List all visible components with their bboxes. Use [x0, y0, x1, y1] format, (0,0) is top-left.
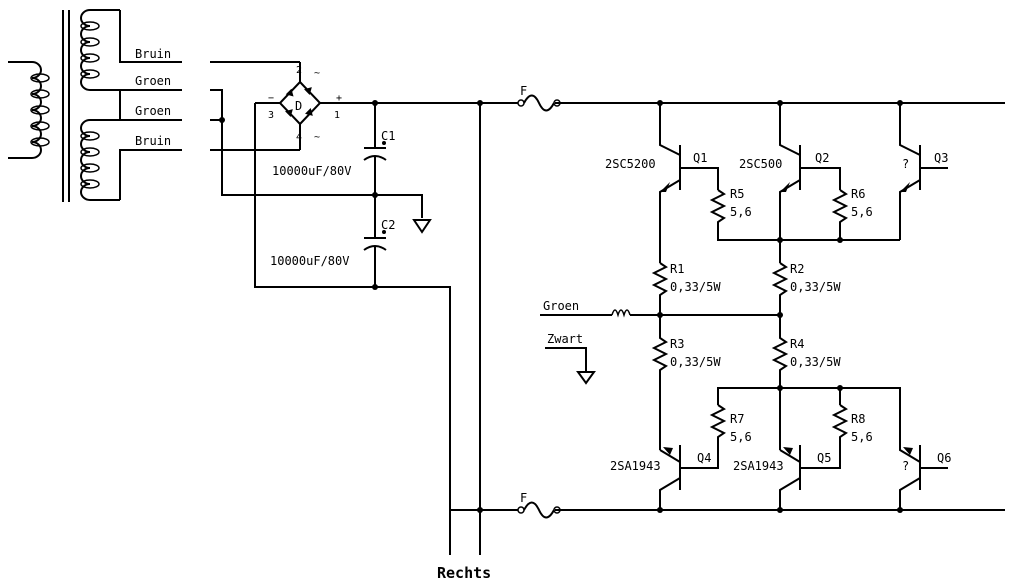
- r8-value: 5,6: [851, 430, 873, 444]
- transistor-q6: ? Q6: [899, 440, 951, 510]
- rechts-label: Rechts: [437, 564, 491, 582]
- resistor-r2: R2 0,33/5W: [771, 262, 841, 315]
- fuse-bottom: F: [517, 491, 561, 519]
- pin-minus: −: [268, 93, 274, 104]
- r5-ref: R5: [730, 187, 744, 201]
- q4-part: 2SA1943: [610, 459, 661, 473]
- lead-bruin-2: [119, 149, 182, 200]
- q1-part: 2SC5200: [605, 157, 656, 171]
- r6-value: 5,6: [851, 205, 873, 219]
- q6-part: ?: [902, 459, 909, 473]
- q3-part: ?: [902, 157, 909, 171]
- c2-ref: C2: [381, 218, 395, 232]
- r6-ref: R6: [851, 187, 865, 201]
- transformer: Bruin Groen Groen Bruin: [8, 9, 182, 202]
- pin-2: 2: [296, 65, 302, 76]
- transistor-q3: ? Q3: [899, 103, 948, 240]
- fuse-top: F: [517, 84, 561, 112]
- r2-value: 0,33/5W: [790, 280, 841, 294]
- c2-value: 10000uF/80V: [270, 254, 349, 268]
- q5-ref: Q5: [817, 451, 831, 465]
- wire-label-bruin-2: Bruin: [135, 134, 171, 148]
- pin-1: 1: [334, 110, 340, 121]
- q4-ref: Q4: [697, 451, 711, 465]
- fuse-top-ref: F: [520, 84, 527, 98]
- resistor-r8: R8 5,6: [831, 404, 873, 445]
- secondary-loops-lower: [80, 131, 100, 189]
- r4-ref: R4: [790, 337, 804, 351]
- bridge-label: D: [295, 99, 302, 113]
- wire-label-bruin-1: Bruin: [135, 47, 171, 61]
- pin-ac-top: ~: [314, 68, 320, 79]
- q2-ref: Q2: [815, 151, 829, 165]
- r3-ref: R3: [670, 337, 684, 351]
- secondary-loops-upper: [80, 21, 100, 79]
- c1-ref: C1: [381, 129, 395, 143]
- q5-part: 2SA1943: [733, 459, 784, 473]
- resistor-r1: R1 0,33/5W: [651, 262, 721, 315]
- r1-value: 0,33/5W: [670, 280, 721, 294]
- diode-icon: [285, 87, 313, 117]
- transistor-q2: 2SC500 Q2: [739, 103, 841, 263]
- ground-icon: [576, 371, 596, 385]
- primary-winding: [8, 61, 42, 159]
- q2-part: 2SC500: [739, 157, 782, 171]
- base-bus-top: [717, 225, 900, 241]
- output-zwart-label: Zwart: [547, 332, 583, 346]
- c1-value: 10000uF/80V: [272, 164, 351, 178]
- r1-ref: R1: [670, 262, 684, 276]
- fuse-bottom-ref: F: [520, 491, 527, 505]
- pin-plus: +: [336, 93, 342, 104]
- secondary-winding-lower: [80, 119, 120, 201]
- bridge-rectifier: D 2 ~ − 3 + 1 4 ~: [254, 62, 375, 288]
- resistor-r4: R4 0,33/5W: [771, 315, 841, 450]
- q1-ref: Q1: [693, 151, 707, 165]
- pin-ac-bottom: ~: [314, 132, 320, 143]
- wire-centre-to-ground: [210, 89, 423, 218]
- wire-minus-rail: [254, 103, 375, 288]
- resistor-r3: R3 0,33/5W: [651, 315, 721, 450]
- resistor-r6: R6 5,6: [831, 187, 873, 225]
- r7-value: 5,6: [730, 430, 752, 444]
- base-bus-bottom: [717, 387, 901, 440]
- r5-value: 5,6: [730, 205, 752, 219]
- wire-to-rechts-left: [375, 286, 451, 555]
- ground-icon: [412, 219, 432, 234]
- r4-value: 0,33/5W: [790, 355, 841, 369]
- q6-ref: Q6: [937, 451, 951, 465]
- primary-loops: [30, 73, 50, 147]
- transistor-q4: 2SA1943 Q4: [610, 445, 719, 510]
- pin-4: 4: [296, 132, 302, 143]
- r8-ref: R8: [851, 412, 865, 426]
- pin-3: 3: [268, 110, 274, 121]
- r7-ref: R7: [730, 412, 744, 426]
- lead-bruin-1: [119, 10, 182, 63]
- transistor-q5: 2SA1943 Q5: [733, 445, 841, 510]
- output-groen-label: Groen: [543, 299, 579, 313]
- capacitor-c1: C1 10000uF/80V: [272, 103, 395, 195]
- output-coil-icon: [611, 309, 631, 318]
- q3-ref: Q3: [934, 151, 948, 165]
- r2-ref: R2: [790, 262, 804, 276]
- resistor-r7: R7 5,6: [709, 404, 752, 445]
- output-node: Groen Zwart: [540, 299, 783, 385]
- resistor-r5: R5 5,6: [709, 187, 752, 225]
- wire-label-groen-2: Groen: [135, 104, 171, 118]
- secondary-winding-upper: [80, 9, 120, 91]
- r3-value: 0,33/5W: [670, 355, 721, 369]
- capacitor-c2: C2 10000uF/80V: [270, 195, 395, 287]
- wire-label-groen-1: Groen: [135, 74, 171, 88]
- transistor-q1: 2SC5200 Q1: [605, 103, 719, 263]
